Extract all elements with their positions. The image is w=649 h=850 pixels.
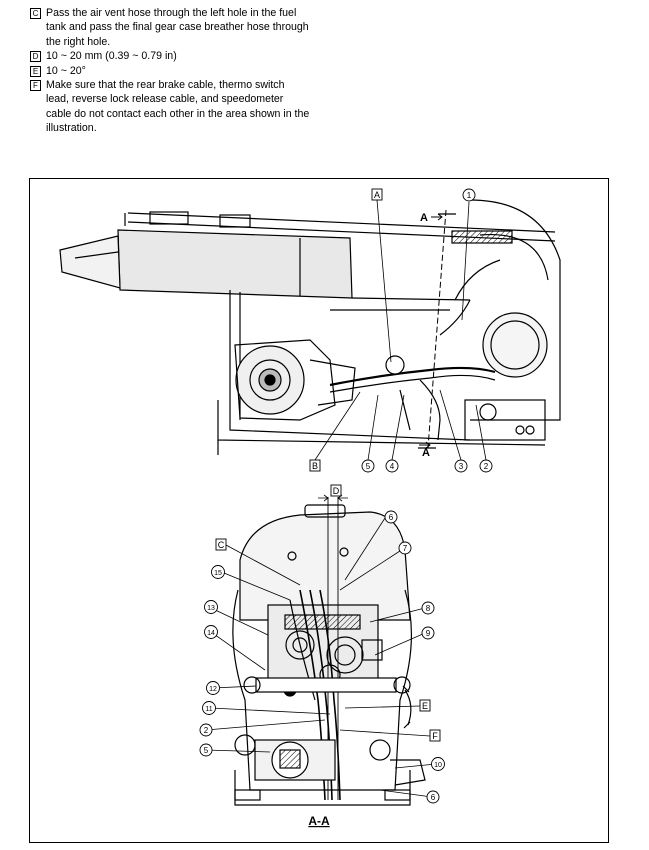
side-view-leaders: [314, 199, 487, 461]
section-label: A-A: [308, 814, 330, 828]
callout-14: 14: [207, 630, 215, 637]
note-e: E 10 ~ 20°: [30, 64, 310, 78]
section-a-top: A: [420, 212, 428, 224]
callout-6-lower: 6: [431, 793, 436, 802]
note-text: 10 ~ 20°: [46, 64, 86, 77]
callout-7: 7: [403, 544, 408, 553]
callout-a-box: A: [374, 190, 380, 200]
callout-12: 12: [209, 686, 217, 693]
callout-3: 3: [459, 462, 464, 471]
callout-1: 1: [467, 191, 472, 200]
callout-2: 2: [484, 462, 489, 471]
callout-5: 5: [366, 462, 371, 471]
callout-c-box: C: [218, 540, 225, 550]
callout-13: 13: [207, 605, 215, 612]
callout-b-box: B: [312, 461, 318, 471]
illustration-frame: [29, 178, 609, 843]
note-d: D 10 ~ 20 mm (0.39 ~ 0.79 in): [30, 49, 310, 63]
callout-4: 4: [390, 462, 395, 471]
note-letter-box: E: [30, 65, 41, 77]
note-f: F Make sure that the rear brake cable, t…: [30, 78, 310, 136]
side-view-drawing: [59, 199, 561, 455]
callout-8: 8: [426, 604, 431, 613]
section-view-leaders: [205, 517, 437, 798]
note-letter-box: F: [30, 80, 41, 92]
callout-f-box: F: [432, 731, 438, 741]
side-view-callouts: A B A A 1 2 3 4 5: [309, 188, 493, 473]
callout-5-lower: 5: [204, 746, 209, 755]
callout-2-lower: 2: [204, 726, 209, 735]
note-text: 10 ~ 20 mm (0.39 ~ 0.79 in): [46, 50, 177, 63]
callout-6-upper: 6: [389, 513, 394, 522]
instruction-notes: C Pass the air vent hose through the lef…: [30, 6, 310, 136]
callout-d-box: D: [333, 486, 340, 496]
note-text: Make sure that the rear brake cable, the…: [46, 79, 310, 135]
note-letter-box: C: [30, 8, 41, 19]
callout-11: 11: [205, 706, 212, 713]
section-view-callouts: D C E F 2 5 6 6 7 8 9 10 11 12 13 14 15 …: [199, 484, 445, 828]
callout-10: 10: [434, 762, 442, 769]
note-c: C Pass the air vent hose through the lef…: [30, 6, 310, 49]
note-text: Pass the air vent hose through the left …: [46, 7, 309, 48]
section-view-drawing: [232, 497, 426, 806]
callout-e-box: E: [422, 701, 428, 711]
callout-15: 15: [214, 570, 222, 577]
section-a-bottom: A: [422, 447, 430, 459]
note-letter-box: D: [30, 51, 41, 63]
callout-9: 9: [426, 629, 431, 638]
